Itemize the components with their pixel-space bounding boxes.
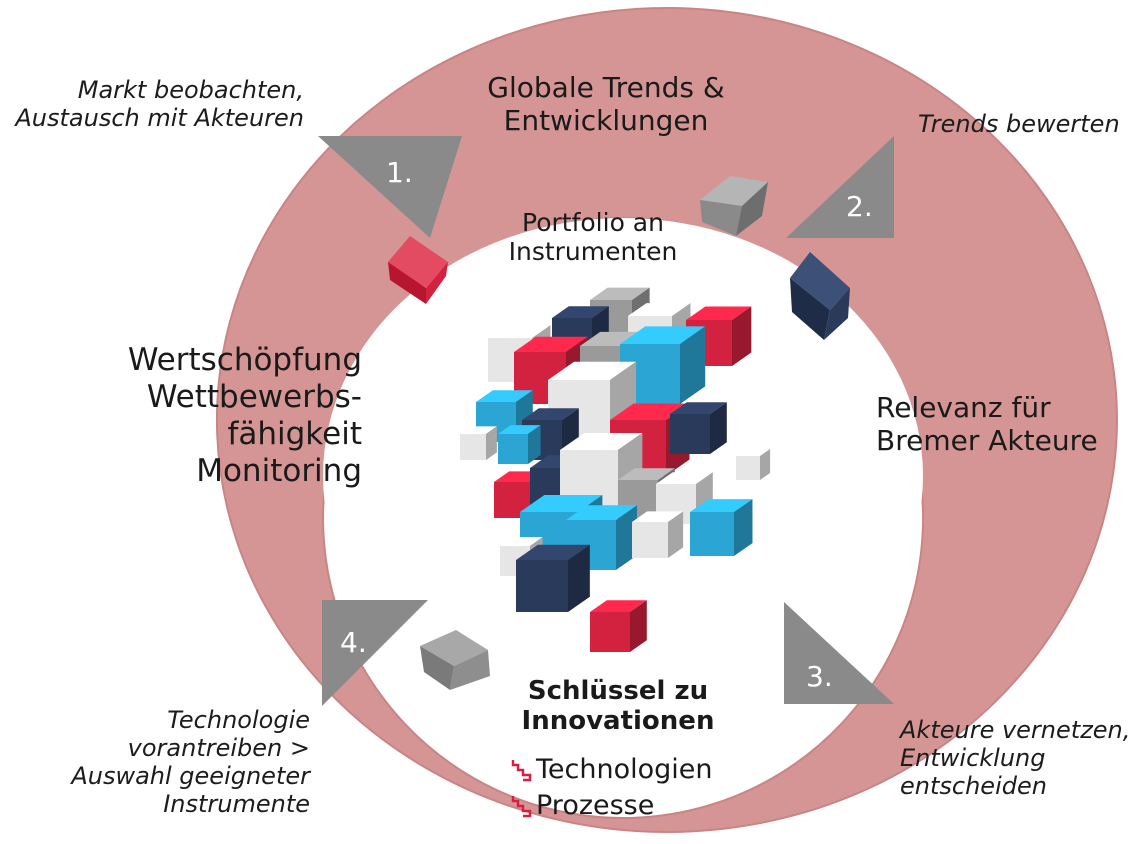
step-3-number: 3.	[806, 660, 833, 693]
innovation-item-technologien: Technologien	[508, 754, 713, 786]
cluster-cube-12	[670, 402, 727, 454]
step-2-note: Trends bewerten	[918, 110, 1120, 138]
step-4-note: Technologie vorantreiben > Auswahl geeig…	[71, 706, 310, 819]
ring-cube-red	[388, 236, 448, 304]
step-1-arrow	[318, 136, 462, 238]
cluster-cube-27	[516, 544, 590, 612]
step-2-arrow	[786, 136, 894, 238]
ring-cube-gray-bottom	[420, 630, 490, 690]
step-1-number: 1.	[386, 156, 413, 189]
cluster-cube-13	[460, 426, 497, 460]
portfolio-label: Portfolio an Instrumenten	[508, 208, 678, 267]
step-2-number: 2.	[846, 190, 873, 223]
ring-cube-gray-top	[700, 176, 768, 236]
innovation-item-label: Prozesse	[536, 790, 655, 821]
branch-icon	[511, 795, 532, 818]
step-4-arrow	[322, 600, 428, 706]
segment-right-label: Relevanz für Bremer Akteure	[876, 391, 1098, 457]
cluster-cube-16	[736, 448, 771, 480]
step-4-number: 4.	[340, 626, 367, 659]
cluster-cube-25	[632, 511, 684, 558]
step-3-note: Akteure vernetzen, Entwicklung entscheid…	[900, 716, 1131, 801]
branch-icon	[511, 759, 532, 782]
ring-cube-navy	[790, 252, 850, 340]
cube-cluster	[460, 287, 771, 652]
innovation-title: Schlüssel zu Innovationen	[521, 676, 715, 737]
cluster-cube-22	[690, 499, 753, 556]
cluster-cube-28	[590, 600, 647, 652]
innovation-item-label: Technologien	[536, 754, 713, 785]
step-1-note: Markt beobachten, Austausch mit Akteuren	[15, 76, 304, 133]
cluster-cube-15	[498, 425, 541, 464]
step-3-arrow	[784, 602, 894, 704]
cluster-cube-24	[566, 505, 637, 570]
innovation-item-prozesse: Prozesse	[508, 790, 654, 822]
segment-top-label: Globale Trends & Entwicklungen	[487, 71, 725, 137]
cluster-cube-19	[560, 432, 643, 508]
segment-left-label: Wertschöpfung Wettbewerbs- fähigkeit Mon…	[127, 342, 362, 489]
